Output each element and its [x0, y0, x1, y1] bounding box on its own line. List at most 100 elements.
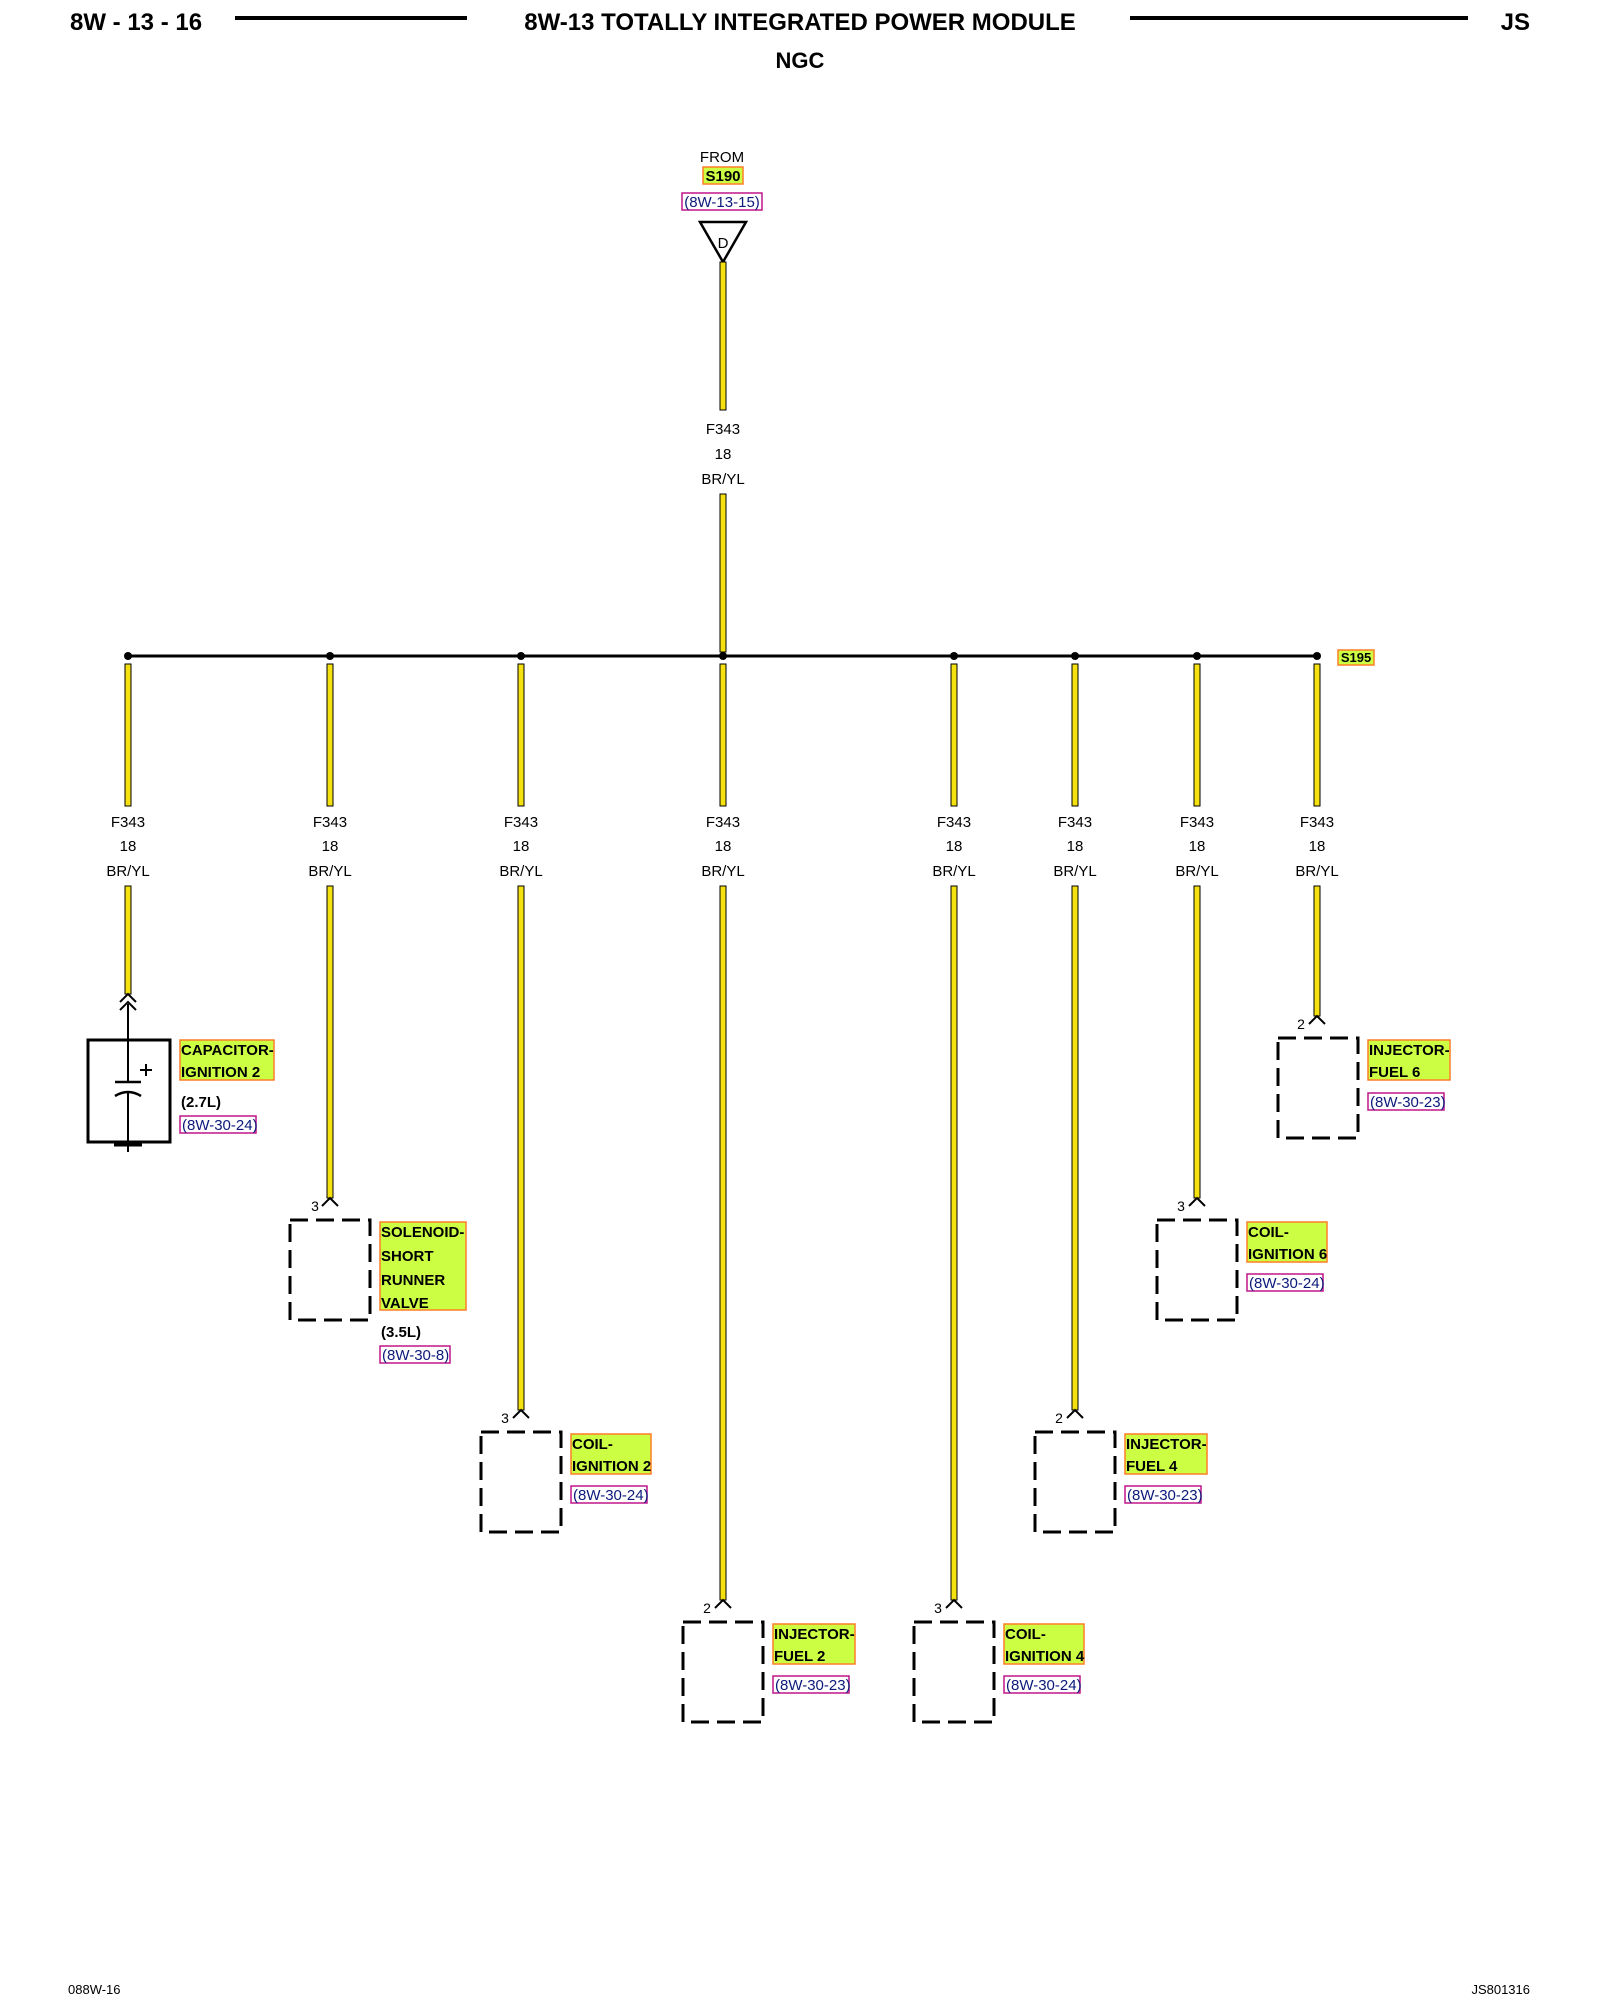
branch-wire-lower	[950, 885, 958, 1601]
component-label-box	[772, 1623, 856, 1665]
engine-note: (3.5L)	[381, 1324, 421, 1341]
branch-circuit: F343	[111, 814, 145, 831]
branch-injector-fuel-2: F343 18 BR/YL 2 INJECTOR- FUEL 2 (8W-30-…	[681, 663, 856, 1724]
branch-color: BR/YL	[1295, 863, 1338, 880]
component-outline	[1276, 1036, 1360, 1140]
branch-coil-ignition-6: F343 18 BR/YL 3 COIL- IGNITION 6 (8W-30-…	[1155, 663, 1328, 1322]
component-ref: (8W-30-23)	[1370, 1094, 1446, 1111]
component-label-line-3: RUNNER	[381, 1272, 445, 1289]
component-label-line-1: INJECTOR-	[774, 1626, 855, 1643]
component-ref: (8W-30-24)	[1006, 1677, 1082, 1694]
component-ref: (8W-30-8)	[382, 1347, 449, 1364]
branch-wire-upper	[1071, 663, 1079, 807]
branch-gauge: 18	[513, 838, 530, 855]
branch-color: BR/YL	[1053, 863, 1096, 880]
connector-letter: D	[718, 235, 729, 252]
page-subtitle: NGC	[776, 48, 825, 73]
pin-chevron-icon	[321, 1196, 339, 1207]
branch-circuit: F343	[1300, 814, 1334, 831]
footer-left: 088W-16	[68, 1982, 121, 1997]
page-header: 8W - 13 - 16 8W-13 TOTALLY INTEGRATED PO…	[70, 9, 1530, 73]
ref-box	[1003, 1675, 1081, 1694]
component-label-box	[1003, 1623, 1085, 1665]
branch-circuit: F343	[1180, 814, 1214, 831]
branch-gauge: 18	[1189, 838, 1206, 855]
branch-circuit: F343	[1058, 814, 1092, 831]
branch-wire-lower	[719, 885, 727, 1601]
component-outline	[479, 1430, 563, 1534]
pin-number: 2	[1055, 1410, 1063, 1426]
component-label-box	[1246, 1221, 1328, 1263]
branch-gauge: 18	[1067, 838, 1084, 855]
page-number: 8W - 13 - 16	[70, 9, 202, 36]
component-ref: (8W-30-23)	[1127, 1487, 1203, 1504]
branch-gauge: 18	[946, 838, 963, 855]
component-outline	[912, 1620, 996, 1724]
source-splice: S190	[705, 168, 740, 185]
main-wire-gauge: 18	[715, 446, 732, 463]
bus-bar: S195	[128, 649, 1375, 666]
engine-note: (2.7L)	[181, 1094, 221, 1111]
branch-circuit: F343	[504, 814, 538, 831]
component-label-line-2: SHORT	[381, 1248, 434, 1265]
branch-color: BR/YL	[499, 863, 542, 880]
branch-wire-upper	[1313, 663, 1321, 807]
pin-chevron-icon	[714, 1598, 732, 1609]
branch-wire-lower	[326, 885, 334, 1199]
ref-box	[179, 1115, 257, 1134]
source-ref-box	[681, 192, 763, 211]
component-label-line-1: COIL-	[1248, 1224, 1289, 1241]
splice-dot	[124, 652, 132, 660]
footer-right: JS801316	[1471, 1982, 1530, 1997]
component-label-box	[1367, 1039, 1451, 1081]
ref-box	[1124, 1485, 1202, 1504]
branch-color: BR/YL	[701, 863, 744, 880]
source-ref: (8W-13-15)	[684, 194, 760, 211]
pin-chevron-icon	[945, 1598, 963, 1609]
main-wire-color: BR/YL	[701, 471, 744, 488]
pin-number: 2	[1297, 1016, 1305, 1032]
component-ref: (8W-30-24)	[1249, 1275, 1325, 1292]
page-title: 8W-13 TOTALLY INTEGRATED POWER MODULE	[524, 9, 1076, 36]
branch-injector-fuel-4: F343 18 BR/YL 2 INJECTOR- FUEL 4 (8W-30-…	[1033, 663, 1208, 1534]
splice-label-box	[702, 166, 744, 185]
component-label-box	[570, 1433, 652, 1475]
from-label: FROM	[700, 149, 744, 166]
component-outline	[288, 1218, 372, 1322]
component-label-line-2: FUEL 2	[774, 1648, 825, 1665]
component-ref: (8W-30-24)	[182, 1117, 258, 1134]
capacitor-plate-bottom	[114, 1090, 142, 1098]
branch-color: BR/YL	[308, 863, 351, 880]
branch-circuit: F343	[937, 814, 971, 831]
main-wire-circuit: F343	[706, 421, 740, 438]
branch-coil-ignition-4: F343 18 BR/YL 3 COIL- IGNITION 4 (8W-30-…	[912, 663, 1085, 1724]
pin-chevron-icon	[512, 1408, 530, 1419]
branch-gauge: 18	[1309, 838, 1326, 855]
component-label-box	[379, 1221, 467, 1311]
branch-gauge: 18	[715, 838, 732, 855]
splice-dots	[124, 652, 1321, 660]
component-label-line-2: IGNITION 2	[181, 1064, 260, 1081]
bus-splice-label: S195	[1341, 650, 1371, 665]
main-wire: F343 18 BR/YL	[701, 261, 745, 653]
component-label-box	[1124, 1433, 1208, 1475]
page-footer: 088W-16 JS801316	[68, 1982, 1530, 1997]
component-label-line-2: FUEL 4	[1126, 1458, 1178, 1475]
component-label-line-1: SOLENOID-	[381, 1224, 464, 1241]
pin-number: 3	[934, 1600, 942, 1616]
component-label-line-1: INJECTOR-	[1126, 1436, 1207, 1453]
component-outline	[681, 1620, 765, 1724]
branch-wire-lower	[1071, 885, 1079, 1411]
branch-wire-upper	[124, 663, 132, 807]
splice-dot	[719, 652, 727, 660]
component-ref: (8W-30-23)	[775, 1677, 851, 1694]
branch-circuit: F343	[706, 814, 740, 831]
branch-gauge: 18	[120, 838, 137, 855]
component-label-line-2: IGNITION 2	[572, 1458, 651, 1475]
splice-dot	[1071, 652, 1079, 660]
pin-chevron-icon	[1066, 1408, 1084, 1419]
component-label-box	[179, 1039, 275, 1081]
component-outline	[1033, 1430, 1117, 1534]
component-label-line-4: VALVE	[381, 1295, 429, 1312]
